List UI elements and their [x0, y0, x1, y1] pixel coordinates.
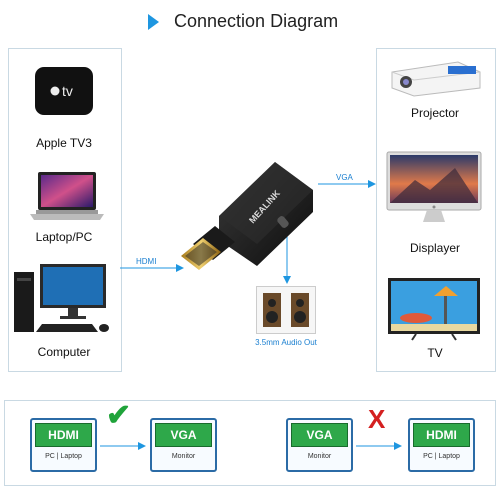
tv-icon: [388, 278, 480, 341]
speaker-icon: [263, 293, 309, 327]
page-title: Connection Diagram: [174, 11, 339, 31]
vga-link-arrowhead-icon: [368, 180, 376, 188]
displayer-label: Displayer: [409, 241, 460, 255]
unsupported-arrow-icon: [356, 442, 402, 450]
audio-out-label: 3.5mm Audio Out: [255, 338, 317, 347]
vga-target-card: VGA Monitor: [150, 418, 217, 472]
projector-device: [388, 52, 484, 100]
audio-speakers-device: [256, 286, 316, 334]
projector-label: Projector: [410, 106, 460, 120]
laptop-label: Laptop/PC: [35, 230, 93, 244]
projector-icon: [391, 61, 481, 97]
laptop-device: [28, 170, 106, 222]
hdmi-target-subtitle: PC | Laptop: [423, 452, 460, 460]
vga-source-title: VGA: [291, 423, 348, 447]
hdmi-vga-adapter: MEALINK: [175, 160, 315, 285]
vga-source-card: VGA Monitor: [286, 418, 353, 472]
computer-device: [12, 262, 112, 338]
vga-link-label: VGA: [336, 173, 353, 182]
hdmi-source-card: HDMI PC | Laptop: [30, 418, 97, 472]
supported-check-icon: ✔: [106, 399, 132, 432]
hdmi-target-card: HDMI PC | Laptop: [408, 418, 475, 472]
tv-label: TV: [427, 346, 443, 360]
apple-tv-label: Apple TV3: [36, 136, 92, 150]
computer-icon: [14, 264, 109, 332]
vga-target-subtitle: Monitor: [171, 452, 196, 460]
apple-tv-logo-text: tv: [62, 83, 73, 99]
displayer-device: [385, 150, 483, 226]
hdmi-link-arrowhead-icon: [176, 264, 184, 272]
tv-device: [386, 276, 482, 342]
adapter-icon: MEALINK: [181, 162, 313, 270]
apple-tv-icon: tv: [35, 67, 93, 115]
hdmi-target-title: HDMI: [413, 423, 470, 447]
computer-label: Computer: [37, 345, 91, 359]
apple-tv-device: tv: [33, 65, 95, 117]
vga-source-subtitle: Monitor: [307, 452, 332, 460]
title-arrow-icon: [148, 14, 159, 30]
vga-target-title: VGA: [155, 423, 212, 447]
laptop-icon: [30, 172, 104, 220]
supported-arrow-icon: [100, 442, 146, 450]
audio-link-arrowhead-icon: [283, 276, 291, 284]
unsupported-cross-icon: X: [368, 404, 386, 434]
hdmi-source-subtitle: PC | Laptop: [45, 452, 82, 460]
hdmi-source-title: HDMI: [35, 423, 92, 447]
monitor-icon: [386, 151, 482, 222]
hdmi-link-label: HDMI: [136, 257, 157, 266]
